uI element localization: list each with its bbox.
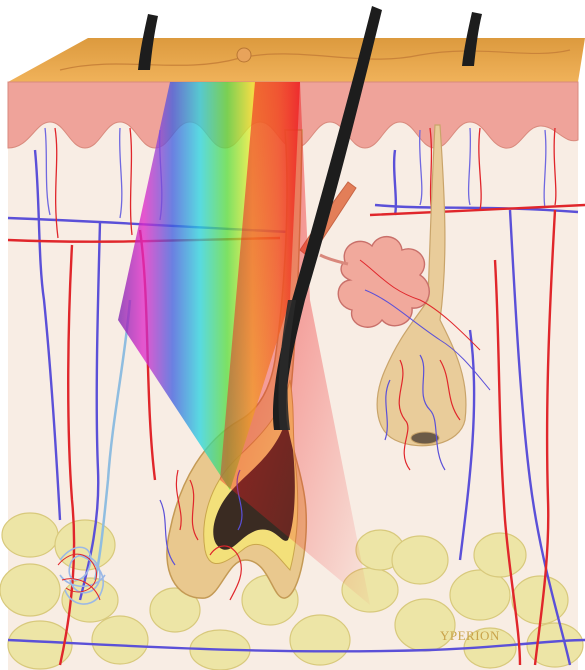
- epidermis-surface: [8, 38, 585, 82]
- right-follicle-bulb-opening: [411, 432, 439, 444]
- pore-icon: [237, 48, 251, 62]
- watermark-text: YPERION: [440, 628, 500, 643]
